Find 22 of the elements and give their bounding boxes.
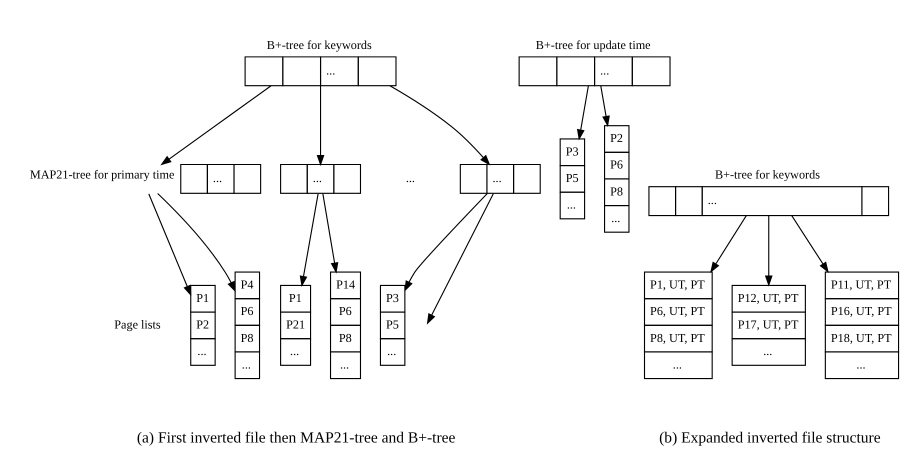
- arrow: [390, 85, 490, 166]
- node-label: B+-tree for update time: [536, 38, 651, 52]
- arrow: [322, 194, 338, 274]
- arrow: [791, 215, 829, 273]
- label: (a) First inverted file then MAP21-tree and B+-tree: [136, 430, 456, 447]
- arrow: [404, 193, 488, 292]
- node-label: B+-tree for keywords: [714, 168, 820, 182]
- label: Page lists: [114, 317, 161, 332]
- arrow: [157, 193, 236, 292]
- label: (b) Expanded inverted file structure: [659, 430, 881, 447]
- arrow: [710, 215, 747, 273]
- arrow: [576, 86, 589, 141]
- node-label: MAP21-tree for primary time: [30, 168, 174, 182]
- arrow: [300, 194, 319, 288]
- arrow: [426, 194, 494, 325]
- arrow: [600, 86, 610, 127]
- arrow: [316, 86, 324, 166]
- label: ...: [406, 171, 415, 186]
- node-label: B+-tree for keywords: [266, 38, 372, 52]
- arrow: [160, 85, 272, 166]
- arrow: [148, 194, 192, 296]
- arrow: [764, 216, 773, 287]
